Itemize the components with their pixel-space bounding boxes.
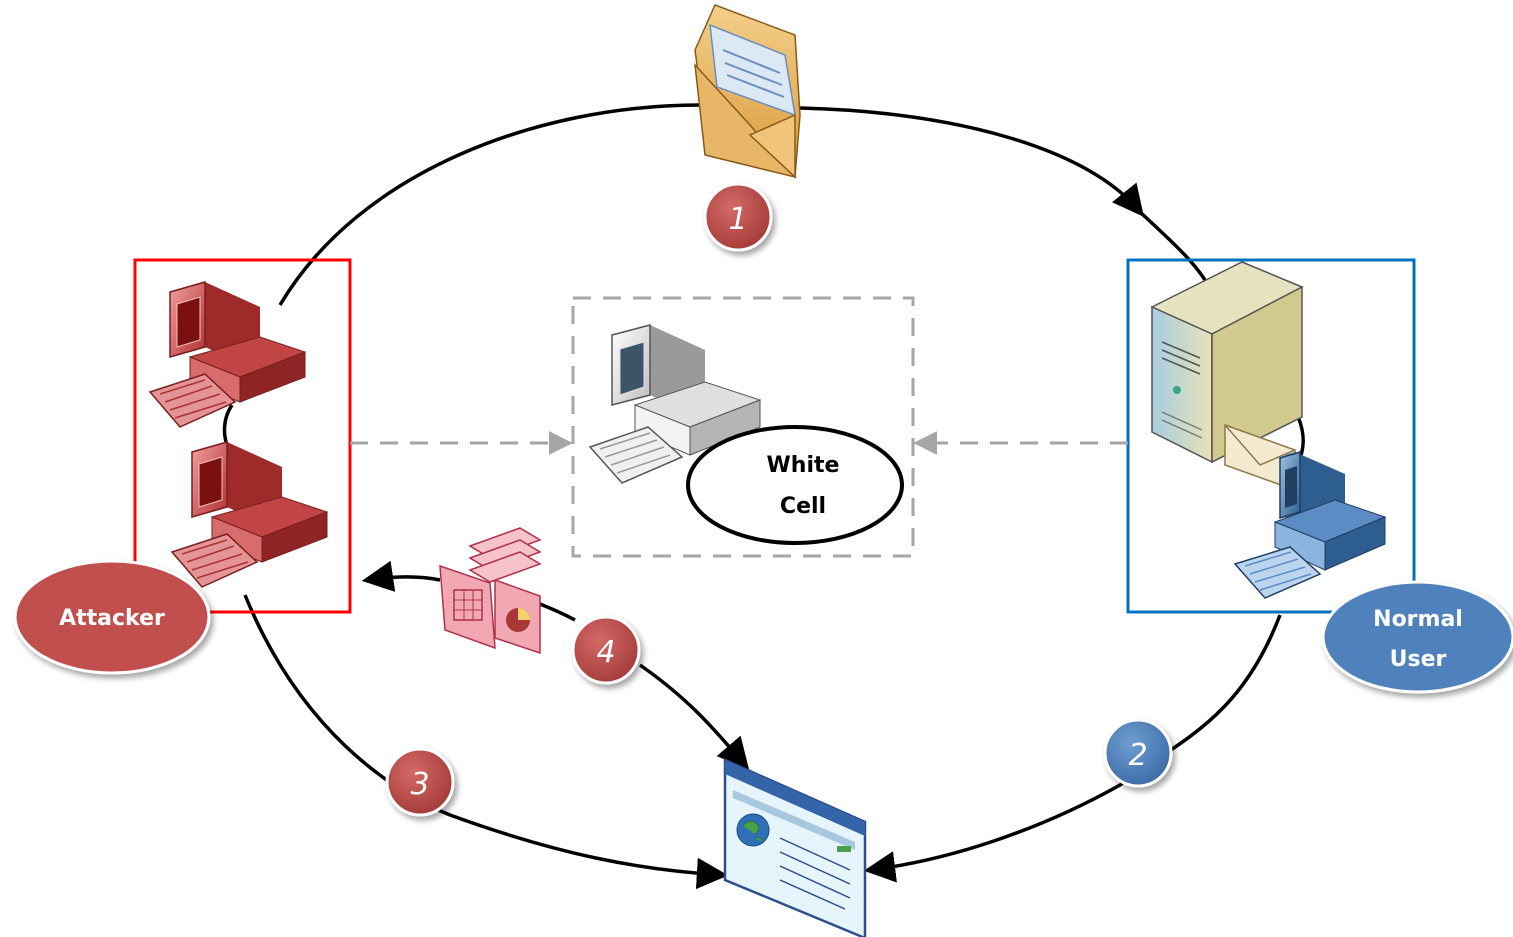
- white-cell-label-line1: White: [767, 453, 840, 478]
- normal-user-computer-icon: [1233, 450, 1387, 599]
- step-badge-3: 3: [385, 747, 455, 817]
- step-badge-1: 1: [703, 182, 773, 252]
- white-cell-frame: [571, 296, 915, 558]
- attacker-frame: [133, 258, 352, 614]
- server-icon: [1150, 261, 1304, 464]
- normal-user-node: Normal User: [1321, 580, 1513, 694]
- step-number-3: 3: [410, 767, 429, 802]
- step-number-2: 2: [1128, 738, 1147, 773]
- flow-arc-2: [863, 614, 1282, 883]
- email-envelope-icon: [694, 4, 801, 179]
- attacker-computer-icon: [170, 441, 329, 588]
- flow-arcs: [222, 103, 1306, 890]
- attacker-node: Attacker: [13, 559, 211, 675]
- step-number-4: 4: [596, 635, 615, 670]
- white-cell-computer-icon: [588, 324, 762, 484]
- flow-arc-4: [638, 663, 750, 770]
- flow-arc-1b: [799, 106, 1144, 217]
- flow-arc-3: [243, 594, 729, 890]
- step-badge-4: 4: [571, 615, 641, 685]
- white-cell-node: White Cell: [686, 425, 904, 545]
- documents-icon: [439, 527, 542, 655]
- flow-arc-4c: [361, 560, 441, 592]
- flow-arc-4b: [539, 602, 576, 622]
- flow-arc-1c: [1138, 210, 1210, 286]
- attacker-label: Attacker: [59, 606, 165, 631]
- attacker-computer-icon: [148, 281, 307, 428]
- webpage-icon: [723, 758, 867, 937]
- normal-user-label-line1: Normal: [1373, 607, 1463, 632]
- step-badge-2: 2: [1103, 718, 1173, 788]
- step-number-1: 1: [728, 202, 747, 237]
- white-cell-label-line2: Cell: [780, 494, 826, 519]
- normal-user-label-line2: User: [1390, 647, 1447, 672]
- flow-arc-1: [278, 103, 701, 306]
- normal-user-frame: [1126, 258, 1416, 614]
